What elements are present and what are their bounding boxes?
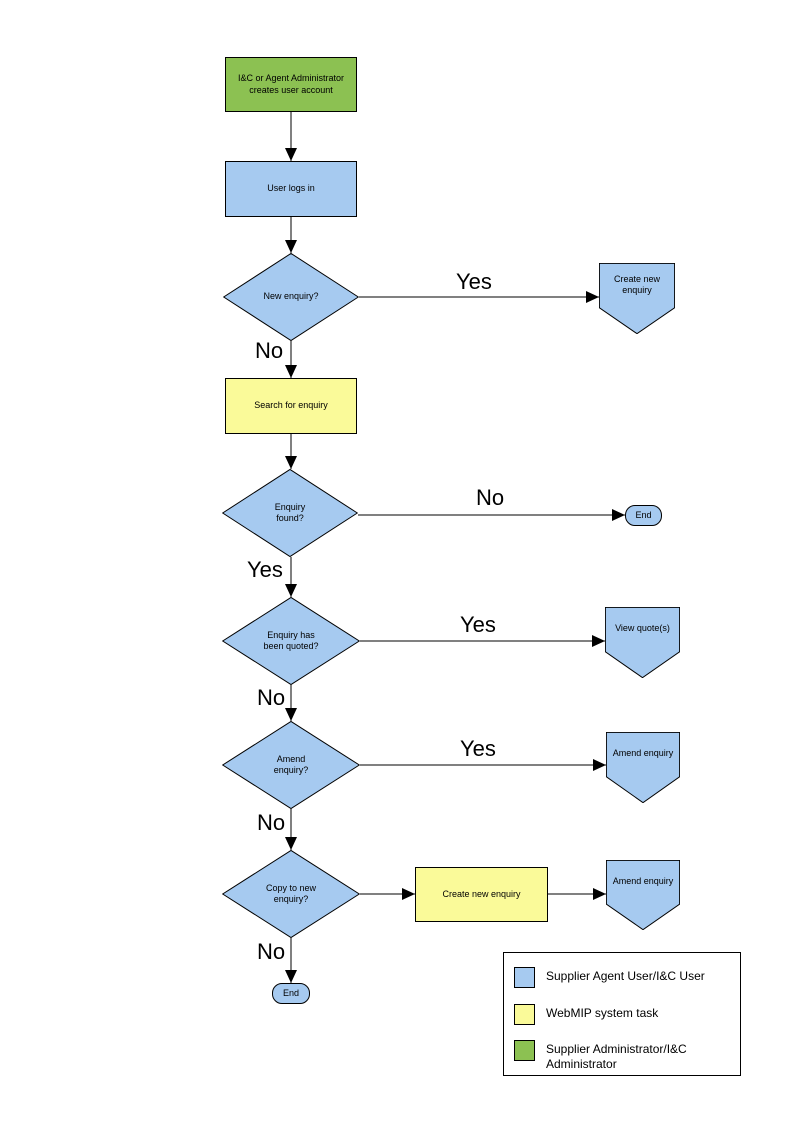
node-label: Enquiry has been quoted? [263, 629, 319, 651]
node-label: End [282, 987, 299, 998]
edge-label-yes-quoted: Yes [460, 612, 496, 637]
flow-node-user-logs-in: User logs in [225, 161, 357, 217]
legend-swatch-green [514, 1040, 535, 1061]
flow-node-admin-creates-account: I&C or Agent Administrator creates user … [225, 57, 357, 112]
diamond-shape [222, 721, 360, 809]
legend-label: Supplier Administrator/I&C Administrator [546, 1042, 687, 1071]
flow-terminator-end-bottom: End [272, 983, 310, 1004]
flow-decision-enquiry-quoted: Enquiry has been quoted? [222, 597, 360, 685]
legend-label: WebMIP system task [546, 1006, 659, 1020]
pentagon-shape [605, 607, 680, 678]
flow-decision-copy-to-new: Copy to new enquiry? [222, 850, 360, 938]
legend-swatch-blue [514, 967, 535, 988]
node-label: End [635, 509, 652, 520]
node-label: Search for enquiry [254, 400, 328, 411]
node-label: Copy to new enquiry? [265, 882, 317, 904]
flow-node-create-new-enquiry-top: Create new enquiry [599, 263, 675, 334]
node-label: Amend enquiry [612, 876, 674, 887]
node-label: I&C or Agent Administrator creates user … [237, 73, 345, 95]
flow-node-amend-enquiry-1: Amend enquiry [606, 732, 680, 803]
diamond-shape [223, 253, 359, 341]
edge-label-no-copy: No [257, 939, 286, 964]
diamond-shape [222, 850, 360, 938]
node-label: Create new enquiry [613, 273, 661, 295]
flow-node-create-new-enquiry-mid: Create new enquiry [415, 867, 548, 922]
pentagon-shape [599, 263, 675, 334]
flow-decision-enquiry-found: Enquiry found? [222, 469, 358, 557]
edge-label-no-quoted: No [257, 685, 286, 710]
legend-item-supplier-administrator: Supplier Administrator/I&C Administrator [514, 1040, 687, 1072]
edge-label-no-amend: No [257, 810, 286, 835]
legend-item-webmip-system-task: WebMIP system task [514, 1004, 658, 1025]
node-label: Enquiry found? [274, 501, 306, 523]
flow-terminator-end-right: End [625, 505, 662, 526]
node-label: Amend enquiry? [273, 753, 309, 775]
flow-node-search-for-enquiry: Search for enquiry [225, 378, 357, 434]
edge-label-yes-new-enquiry: Yes [456, 269, 492, 294]
legend-label: Supplier Agent User/I&C User [546, 969, 705, 983]
edge-label-yes-enquiry-found: Yes [247, 557, 283, 582]
edge-label-no-enquiry-found: No [476, 485, 505, 510]
node-label: User logs in [267, 183, 315, 194]
node-label: New enquiry? [263, 291, 319, 302]
legend-swatch-yellow [514, 1004, 535, 1025]
edge-label-no-new-enquiry: No [255, 338, 284, 363]
node-label: View quote(s) [615, 623, 670, 634]
pentagon-shape [606, 860, 680, 930]
flow-node-view-quotes: View quote(s) [605, 607, 680, 678]
flow-decision-new-enquiry: New enquiry? [223, 253, 359, 341]
flow-node-amend-enquiry-2: Amend enquiry [606, 860, 680, 930]
diamond-shape [222, 597, 360, 685]
node-label: Create new enquiry [442, 888, 521, 899]
node-label: Amend enquiry [612, 748, 674, 759]
legend-box: Supplier Agent User/I&C User WebMIP syst… [503, 952, 741, 1076]
flow-decision-amend-enquiry: Amend enquiry? [222, 721, 360, 809]
pentagon-shape [606, 732, 680, 803]
diamond-shape [222, 469, 358, 557]
legend-item-supplier-agent-user: Supplier Agent User/I&C User [514, 967, 705, 988]
edge-label-yes-amend: Yes [460, 736, 496, 761]
